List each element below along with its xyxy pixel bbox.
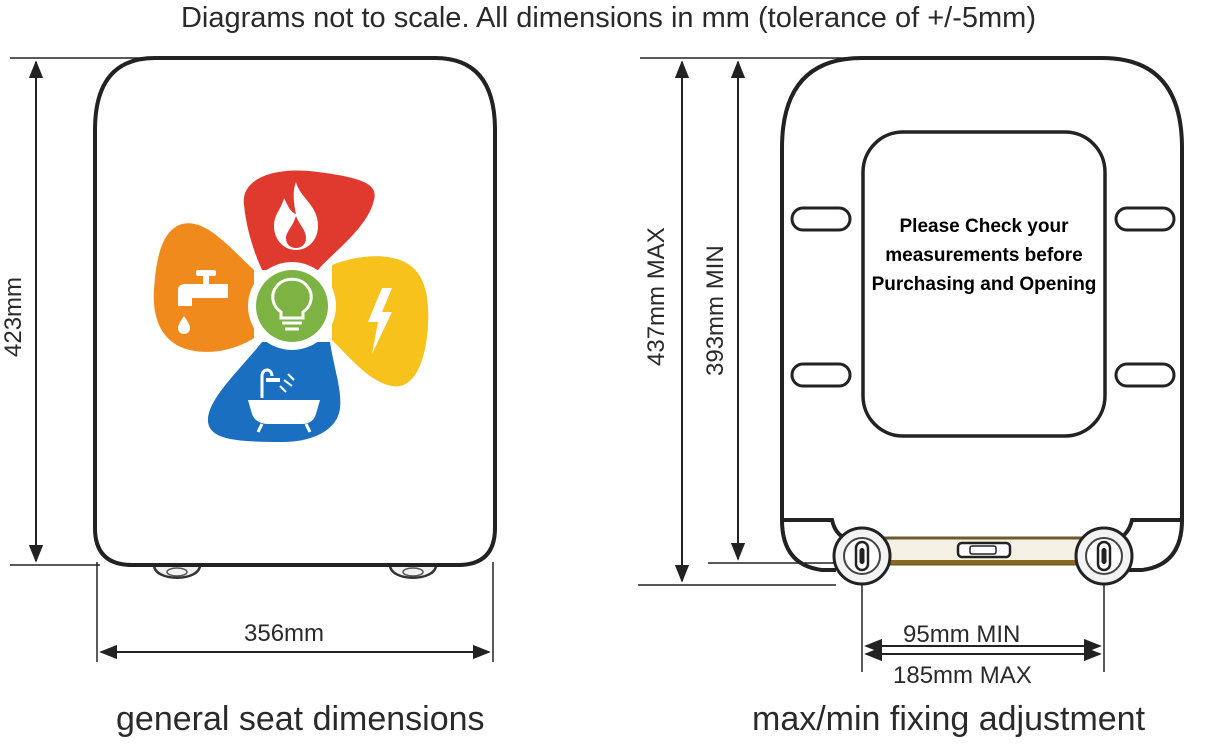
hinge-bump-left [152,564,202,579]
fixing-max-label: 185mm MAX [893,662,1032,689]
min-height-label: 393mm MIN [702,245,729,376]
buffer-slot-top-right [1114,206,1176,232]
hinge-post-right [1074,526,1134,586]
seat-aperture [861,130,1107,438]
logo [153,170,429,442]
buffer-slot-top-left [790,206,852,232]
bathtub-shower-icon [248,368,320,433]
fire-icon [274,182,318,250]
bulb-circle [256,270,328,342]
measurement-notice: Please Check your measurements before Pu… [871,216,1097,295]
fixing-min-label: 95mm MIN [903,621,1021,648]
buffer-slot-bottom-right [1114,362,1176,388]
left-caption: general seat dimensions [116,700,485,738]
lightbulb-icon [271,277,313,331]
lightning-icon [368,288,392,354]
right-caption: max/min fixing adjustment [752,700,1146,738]
buffer-slot-bottom-left [790,362,852,388]
tap-icon [178,270,228,334]
hinge-post-left [832,526,892,586]
width-label: 356mm [244,620,325,647]
height-label: 423mm [0,276,27,357]
left-seat-diagram [10,56,497,662]
max-height-label: 437mm MAX [643,227,670,366]
header-note: Diagrams not to scale. All dimensions in… [180,2,1036,34]
right-seat-diagram [638,56,1184,672]
hinge-bump-right [388,564,438,579]
